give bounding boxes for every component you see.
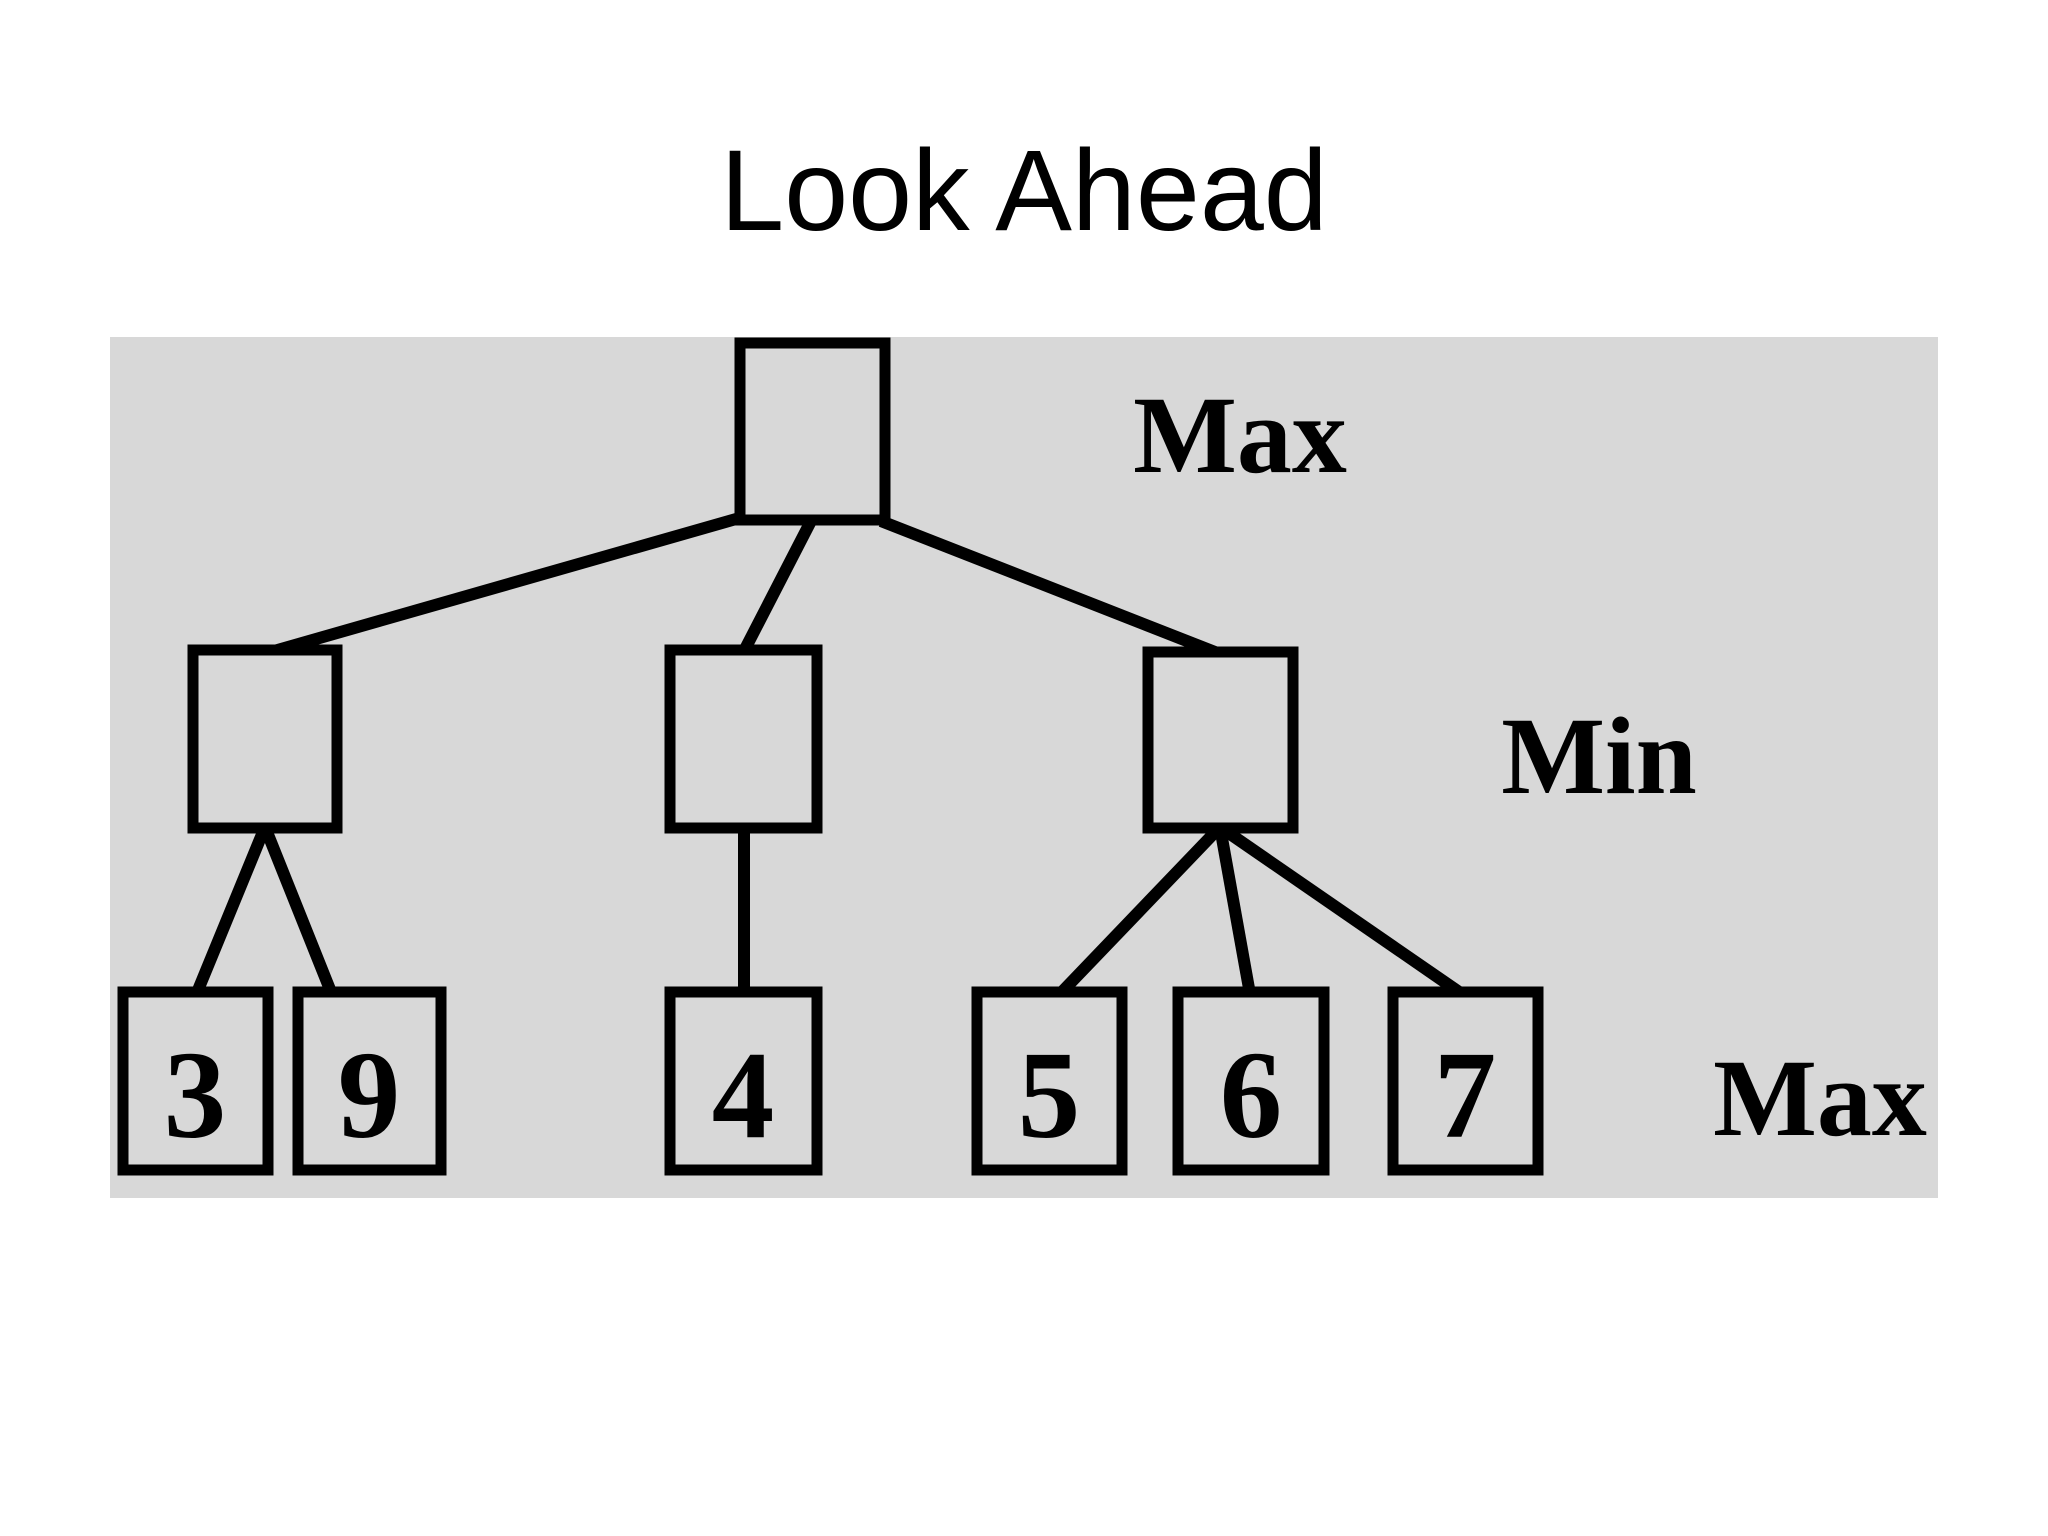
leaf-value-9: 9 — [338, 1027, 401, 1165]
level-label-max-bottom: Max — [1713, 1037, 1927, 1159]
level-labels: Max Min Max — [1133, 374, 1927, 1159]
leaf-box-4 — [664, 986, 823, 1176]
min-node-middle — [664, 644, 823, 834]
edge-min-left-to-leaf-3 — [190, 824, 271, 998]
leaf-value-7: 7 — [1434, 1027, 1497, 1165]
edge-root-to-min-left — [265, 511, 745, 659]
leaf-values: 3 9 4 5 6 7 — [164, 1027, 1497, 1165]
leaf-value-4: 4 — [712, 1027, 775, 1165]
leaf-value-6: 6 — [1220, 1027, 1283, 1165]
leaf-value-5: 5 — [1018, 1027, 1081, 1165]
minimax-tree: 3 9 4 5 6 7 Max Min Max — [117, 337, 1927, 1176]
tree-panel: 3 9 4 5 6 7 Max Min Max — [110, 337, 1938, 1198]
min-node-left — [187, 644, 343, 834]
edge-min-right-to-leaf-5 — [1053, 822, 1225, 1001]
slide-title: Look Ahead — [720, 127, 1328, 255]
level-label-min: Min — [1501, 695, 1697, 817]
tree-nodes — [117, 337, 1544, 1176]
leaf-box-5 — [971, 986, 1128, 1176]
tree-edges — [190, 511, 1466, 1001]
edge-min-left-to-leaf-9 — [259, 824, 339, 1000]
leaf-box-7 — [1387, 986, 1544, 1176]
edge-min-right-to-leaf-6 — [1214, 825, 1256, 996]
level-label-max-top: Max — [1133, 374, 1347, 496]
leaf-box-3 — [117, 986, 274, 1176]
edge-root-to-min-right — [878, 515, 1223, 660]
min-node-right — [1142, 646, 1299, 834]
edge-root-to-min-middle — [737, 518, 817, 656]
leaf-box-6 — [1172, 986, 1330, 1176]
root-node — [734, 337, 891, 526]
leaf-value-3: 3 — [164, 1027, 227, 1165]
leaf-box-9 — [292, 986, 447, 1176]
edge-min-right-to-leaf-7 — [1216, 822, 1466, 999]
